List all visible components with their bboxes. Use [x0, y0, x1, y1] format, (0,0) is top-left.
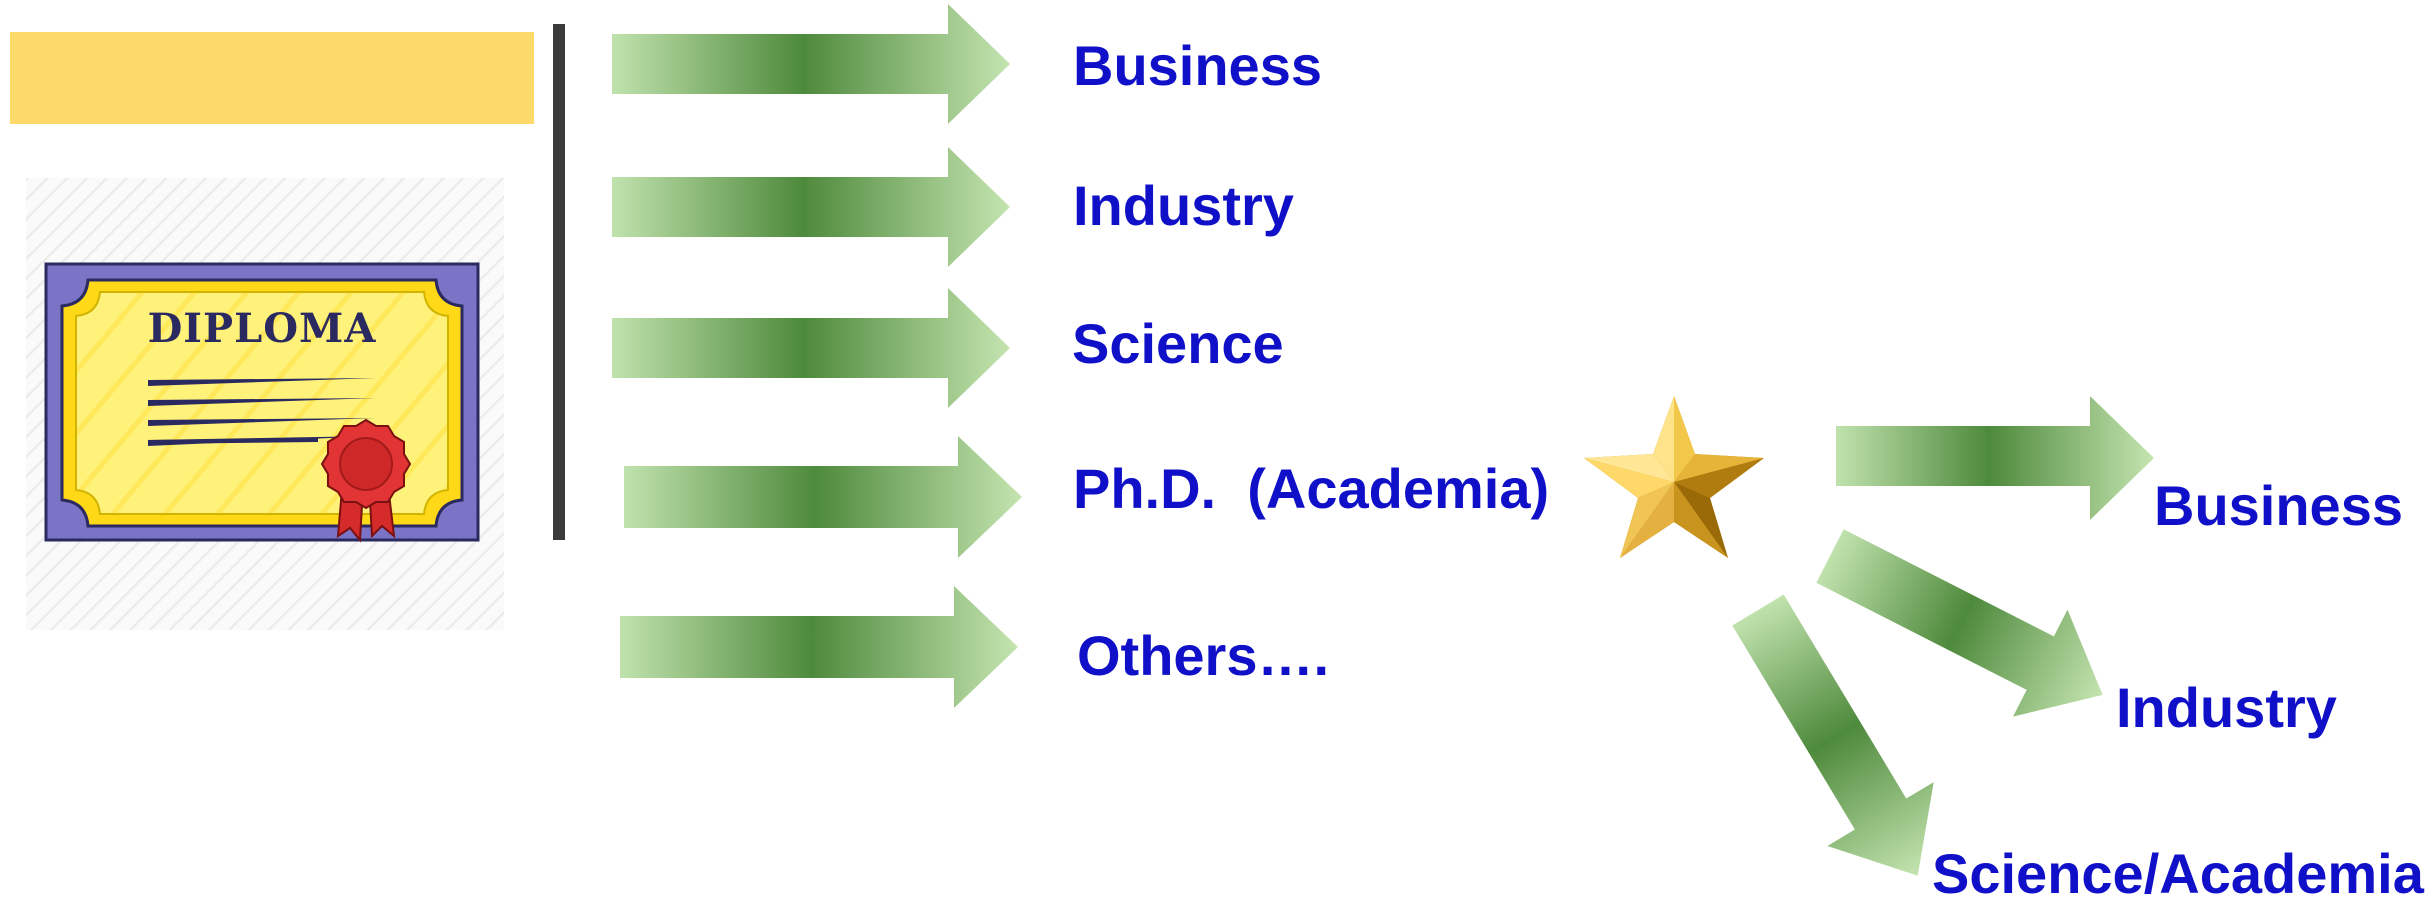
gold-star-icon: [1584, 396, 1764, 558]
label-industry: Industry: [1073, 174, 1294, 237]
diploma-title: DIPLOMA: [148, 305, 377, 352]
label-phd-academia: Ph.D. (Academia): [1073, 457, 1550, 520]
arrow-phd-to-business: [1836, 396, 2154, 520]
arrow-phd-to-industry: [1816, 529, 2103, 717]
label-business: Business: [1073, 34, 1322, 97]
arrow-to-phd: [624, 436, 1022, 558]
label-science: Science: [1072, 312, 1284, 375]
arrow-to-business: [612, 4, 1010, 124]
vertical-divider: [553, 24, 565, 540]
arrow-to-industry: [612, 147, 1010, 267]
label-others: Others….: [1077, 624, 1330, 687]
diploma-certificate-icon: DIPLOMA: [26, 178, 504, 630]
label-phd-business: Business: [2154, 474, 2403, 537]
label-phd-industry: Industry: [2116, 676, 2337, 739]
yellow-bar: [10, 32, 534, 124]
arrow-to-science: [612, 288, 1010, 408]
label-phd-science-academia: Science/Academia: [1932, 842, 2424, 905]
arrow-to-others: [620, 586, 1018, 708]
arrow-phd-to-science-academia: [1732, 594, 1934, 876]
